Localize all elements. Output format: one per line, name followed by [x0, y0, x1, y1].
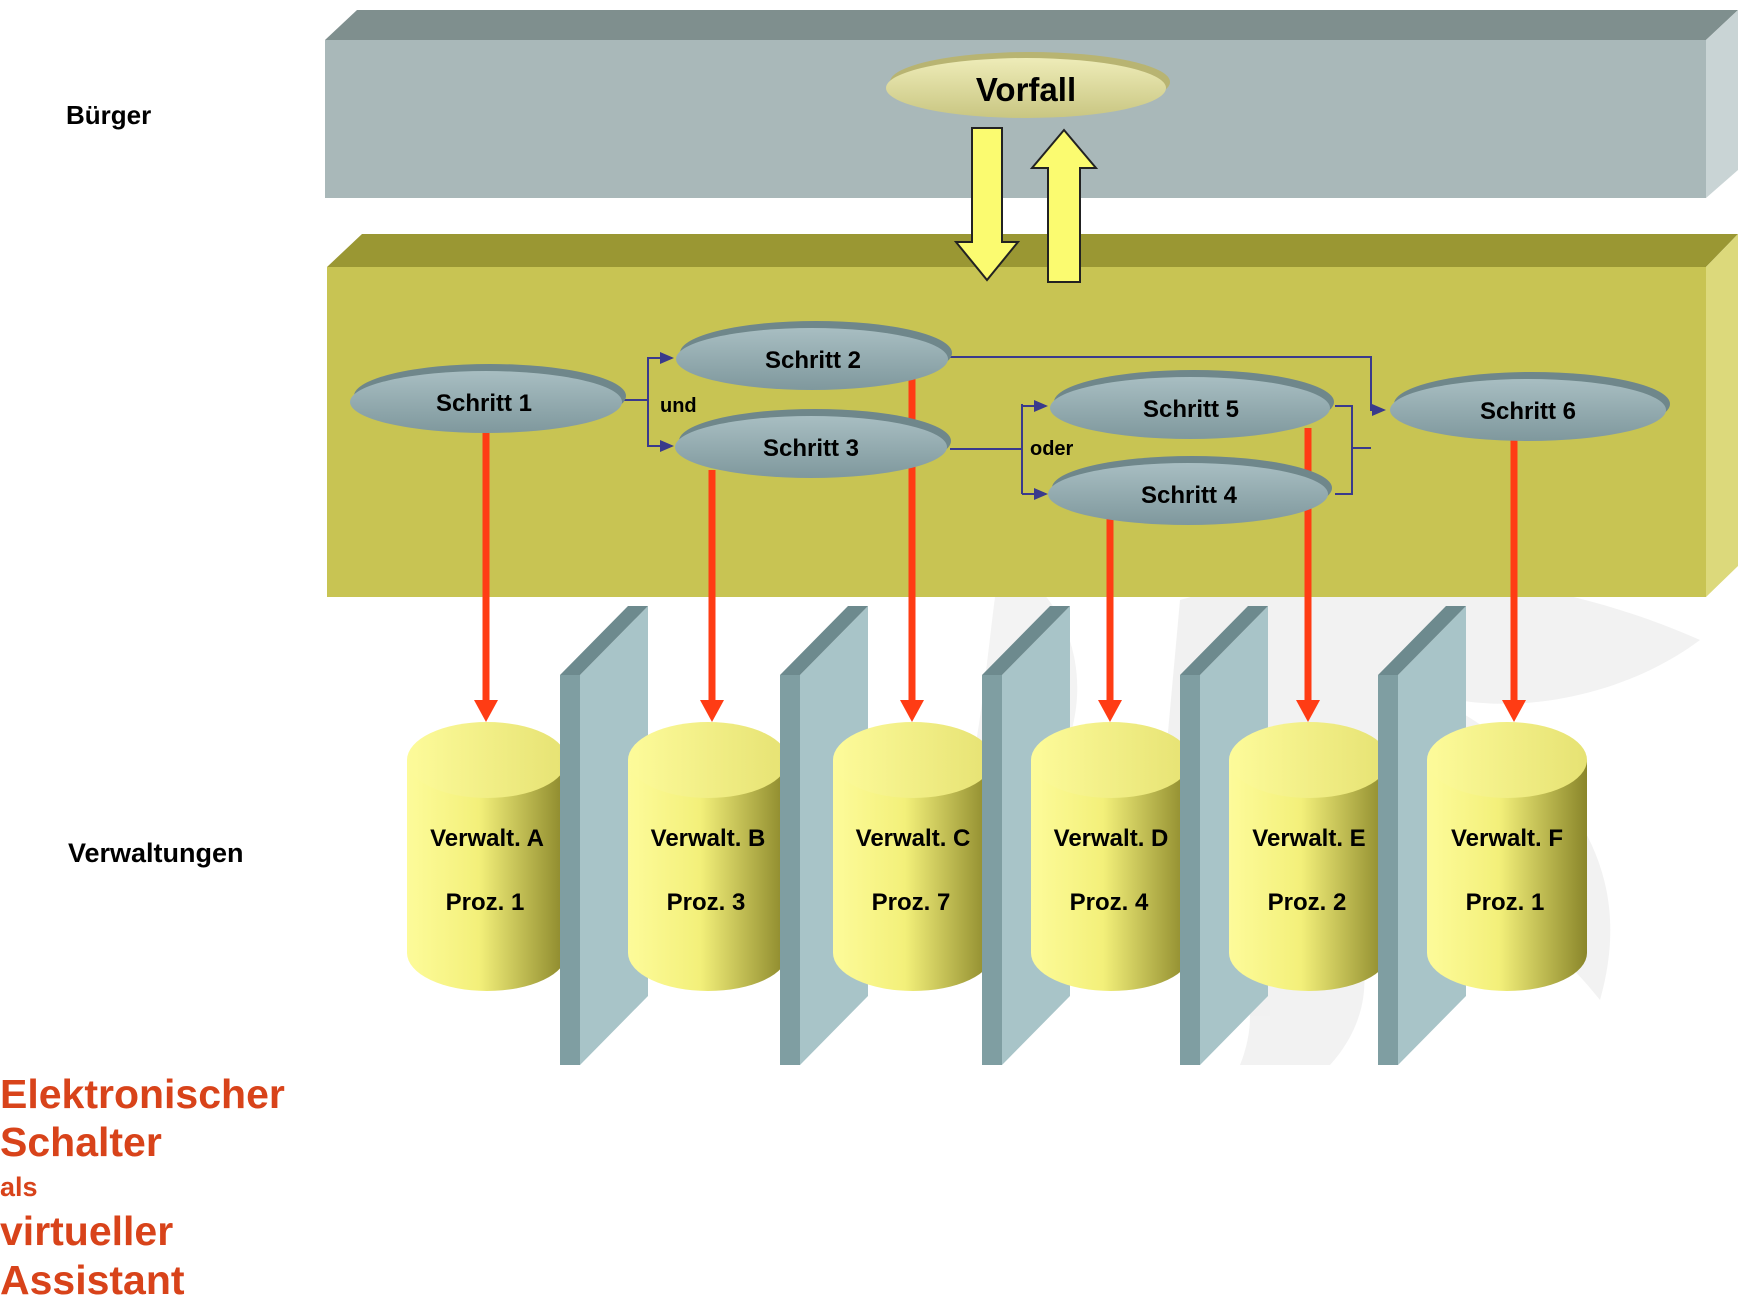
- step-label: Schritt 1: [436, 390, 532, 417]
- agency-name: Verwalt. D: [1054, 825, 1169, 852]
- down-arrow: [953, 127, 1021, 282]
- flow-s2-s6: [948, 356, 1386, 416]
- electronic-switch-heading: Elektronischer Schalter als virtueller A…: [0, 1070, 1738, 1304]
- agency-cylinder: Verwalt. E Proz. 2: [1229, 722, 1389, 991]
- panel-edge: [1180, 675, 1200, 1065]
- agency-process: Proz. 1: [446, 889, 525, 916]
- panel-top: [780, 606, 868, 675]
- step-oval-3: Schritt 3: [675, 409, 951, 478]
- cylinder-body: [1229, 760, 1389, 991]
- agency-cylinder: Verwalt. B Proz. 3: [628, 722, 788, 991]
- step-ovals: Schritt 1 Schritt 2 Schritt 3 Schritt 5: [350, 321, 1670, 525]
- oder-label: oder: [1030, 438, 1074, 460]
- cylinder-top: [628, 722, 788, 798]
- agency-name: Verwalt. C: [856, 825, 971, 852]
- flow-s1-s3: [647, 400, 674, 452]
- cylinder-top: [1031, 722, 1191, 798]
- step-oval-5: Schritt 5: [1050, 370, 1334, 439]
- agency-name: Verwalt. F: [1451, 825, 1563, 852]
- agency-process: Proz. 7: [872, 889, 951, 916]
- heading-line: virtueller: [0, 1208, 174, 1255]
- agency-cylinder: Verwalt. A Proz. 1: [407, 722, 567, 991]
- agency-cylinder: Verwalt. D Proz. 4: [1031, 722, 1191, 991]
- flow-s1-s2: [620, 352, 674, 401]
- cylinder-top: [407, 722, 567, 798]
- agency-cylinder: Verwalt. C Proz. 7: [833, 722, 993, 991]
- panel-top: [982, 606, 1070, 675]
- cylinder-top: [1229, 722, 1389, 798]
- flow-lines: [620, 352, 1386, 500]
- panel-edge: [780, 675, 800, 1065]
- heading-line: Assistant: [0, 1256, 185, 1303]
- diagram-canvas: Vorfall und oder: [325, 10, 1738, 1065]
- cylinder-body: [407, 760, 567, 991]
- agency-process: Proz. 2: [1268, 889, 1347, 916]
- cylinder-body: [833, 760, 993, 991]
- cylinder-body: [1031, 760, 1191, 991]
- step-label: Schritt 6: [1480, 398, 1576, 425]
- panel-top: [1180, 606, 1268, 675]
- agency-cylinder: Verwalt. F Proz. 1: [1427, 722, 1587, 991]
- agency-name: Verwalt. B: [651, 825, 766, 852]
- cylinder-top: [833, 722, 993, 798]
- architecture-diagram: Vorfall und oder: [0, 10, 1738, 1303]
- arrowhead-e: [1296, 700, 1320, 722]
- red-arrow-heads: [474, 700, 1526, 722]
- separator-panel: [1378, 606, 1466, 1065]
- heading-line: Schalter: [0, 1119, 162, 1166]
- cylinder-body: [628, 760, 788, 991]
- panel-top: [1378, 606, 1466, 675]
- cylinder-top: [1427, 722, 1587, 798]
- cylinder-body: [1427, 760, 1587, 991]
- heading-line: als: [0, 1171, 38, 1202]
- arrowhead-a: [474, 700, 498, 722]
- step-label: Schritt 4: [1141, 482, 1238, 509]
- agency-process: Proz. 3: [667, 889, 746, 916]
- panel-edge: [560, 675, 580, 1065]
- arrowhead-c: [900, 700, 924, 722]
- step-label: Schritt 2: [765, 347, 861, 374]
- step-oval-6: Schritt 6: [1390, 372, 1670, 441]
- und-label: und: [660, 395, 697, 417]
- panel-edge: [982, 675, 1002, 1065]
- event-label: Vorfall: [976, 71, 1076, 108]
- step-oval-4: Schritt 4: [1048, 456, 1332, 525]
- step-label: Schritt 5: [1143, 396, 1239, 423]
- heading-line: Elektronischer: [0, 1071, 285, 1117]
- agency-name: Verwalt. E: [1252, 825, 1365, 852]
- step-oval-2: Schritt 2: [676, 321, 952, 390]
- up-arrow: [1029, 128, 1099, 283]
- panel-edge: [1378, 675, 1398, 1065]
- arrowhead-f: [1502, 700, 1526, 722]
- agency-process: Proz. 1: [1466, 889, 1545, 916]
- citizen-label: Bürger: [66, 100, 152, 130]
- flow-merge: [1335, 405, 1353, 495]
- arrowhead-d: [1098, 700, 1122, 722]
- agency-process: Proz. 4: [1070, 889, 1149, 916]
- step-label: Schritt 3: [763, 435, 859, 462]
- exchange-arrows: [953, 127, 1099, 283]
- panel-top: [560, 606, 648, 675]
- arrowhead-b: [700, 700, 724, 722]
- event-oval: Vorfall: [886, 52, 1170, 118]
- administrations-label: Verwaltungen: [68, 838, 244, 868]
- step-oval-1: Schritt 1: [350, 364, 626, 433]
- agency-name: Verwalt. A: [430, 825, 544, 852]
